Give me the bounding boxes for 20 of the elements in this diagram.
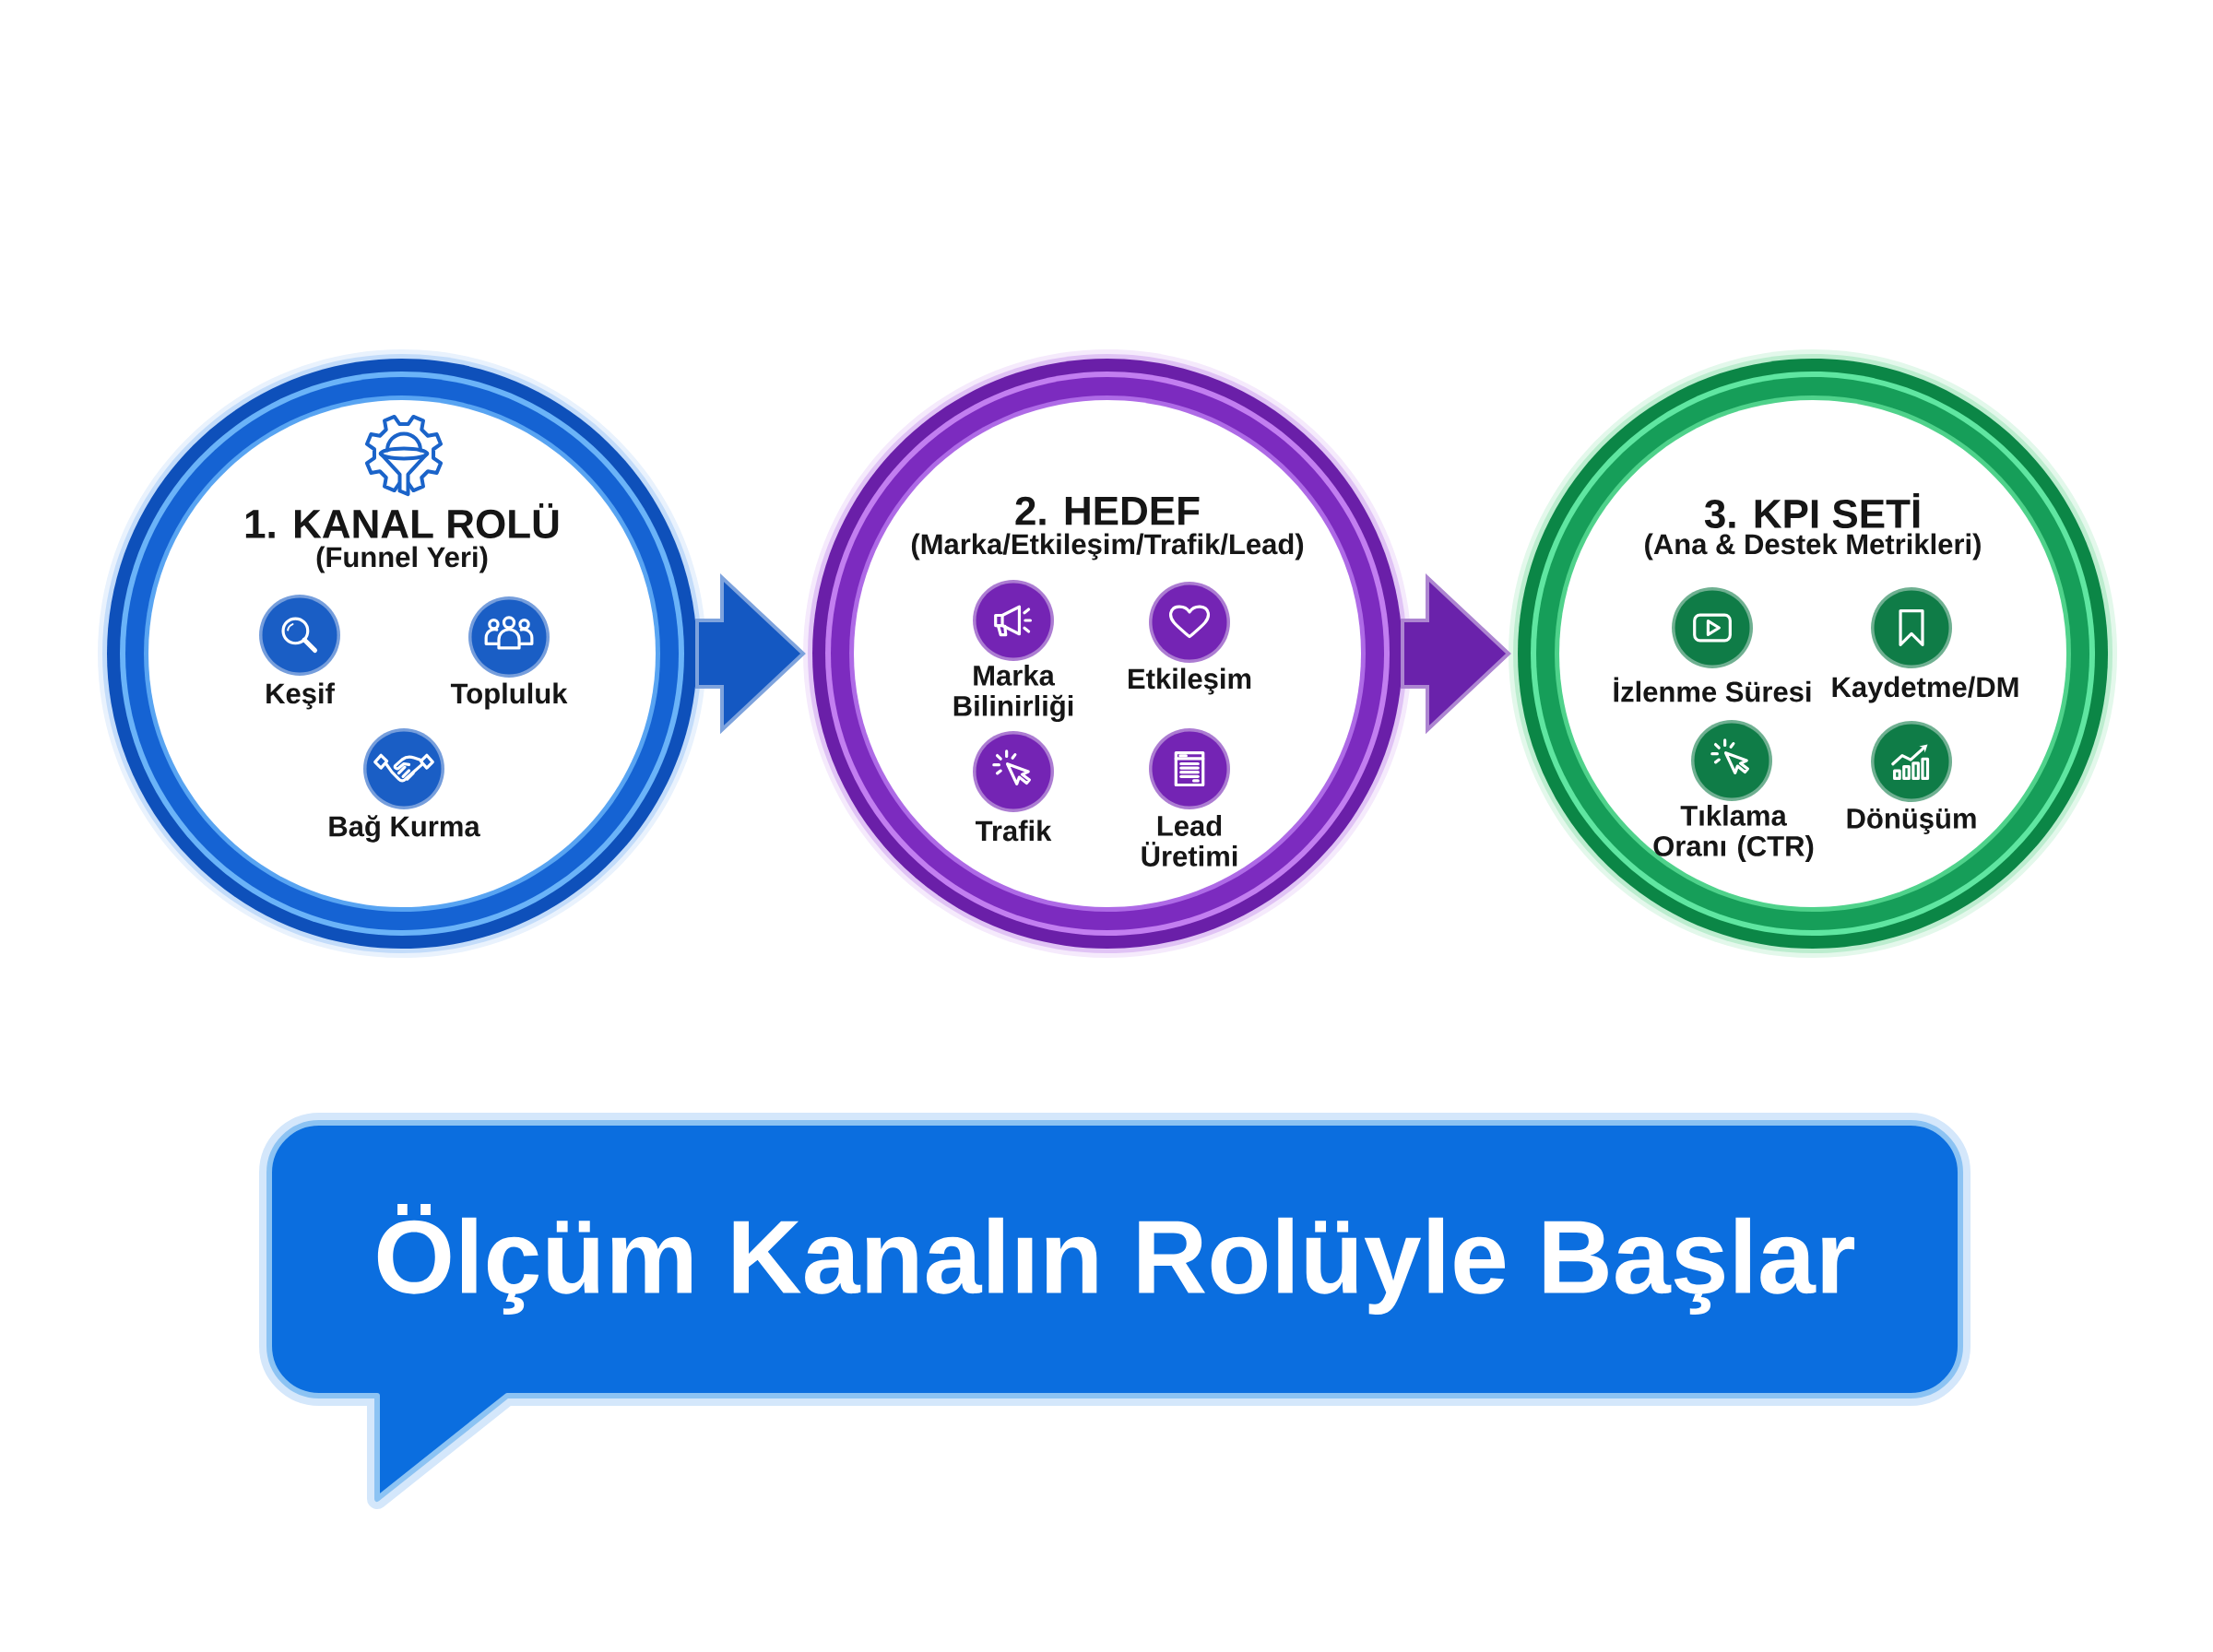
item-label: Etkileşim xyxy=(1129,667,1251,695)
item-label: Keşif xyxy=(266,682,335,710)
item-label: Marka Bilinirliği xyxy=(953,665,1073,723)
step-subtitle: (Marka/Etkileşim/Trafik/Lead) xyxy=(911,533,1304,560)
item-label: İzlenme Süresi xyxy=(1614,677,1811,702)
item-label: Kaydetme/DM xyxy=(1832,676,2018,703)
item-label: Topluluk xyxy=(450,682,568,710)
step-subtitle: (Ana & Destek Metrikleri) xyxy=(1645,533,1981,560)
arrow xyxy=(695,572,806,735)
step-subtitle: (Funnel Yeri) xyxy=(316,546,488,573)
arrow xyxy=(1401,572,1511,735)
item-label: Dönüşüm xyxy=(1847,808,1976,834)
step-title: 1. KANAL ROLÜ xyxy=(245,503,559,538)
item-label: Tıklama Oranı (CTR) xyxy=(1653,805,1814,862)
step-title: 2. HEDEF xyxy=(1015,496,1200,525)
item-label: Bağ Kurma xyxy=(329,815,480,843)
speech-bubble: Ölçüm Kanalın Rolüyle Başlar xyxy=(259,1113,1971,1509)
step-title: 3. KPI SETİ xyxy=(1704,492,1920,529)
item-label: Lead Üretimi xyxy=(1142,815,1237,867)
item-label: Trafik xyxy=(976,820,1052,842)
